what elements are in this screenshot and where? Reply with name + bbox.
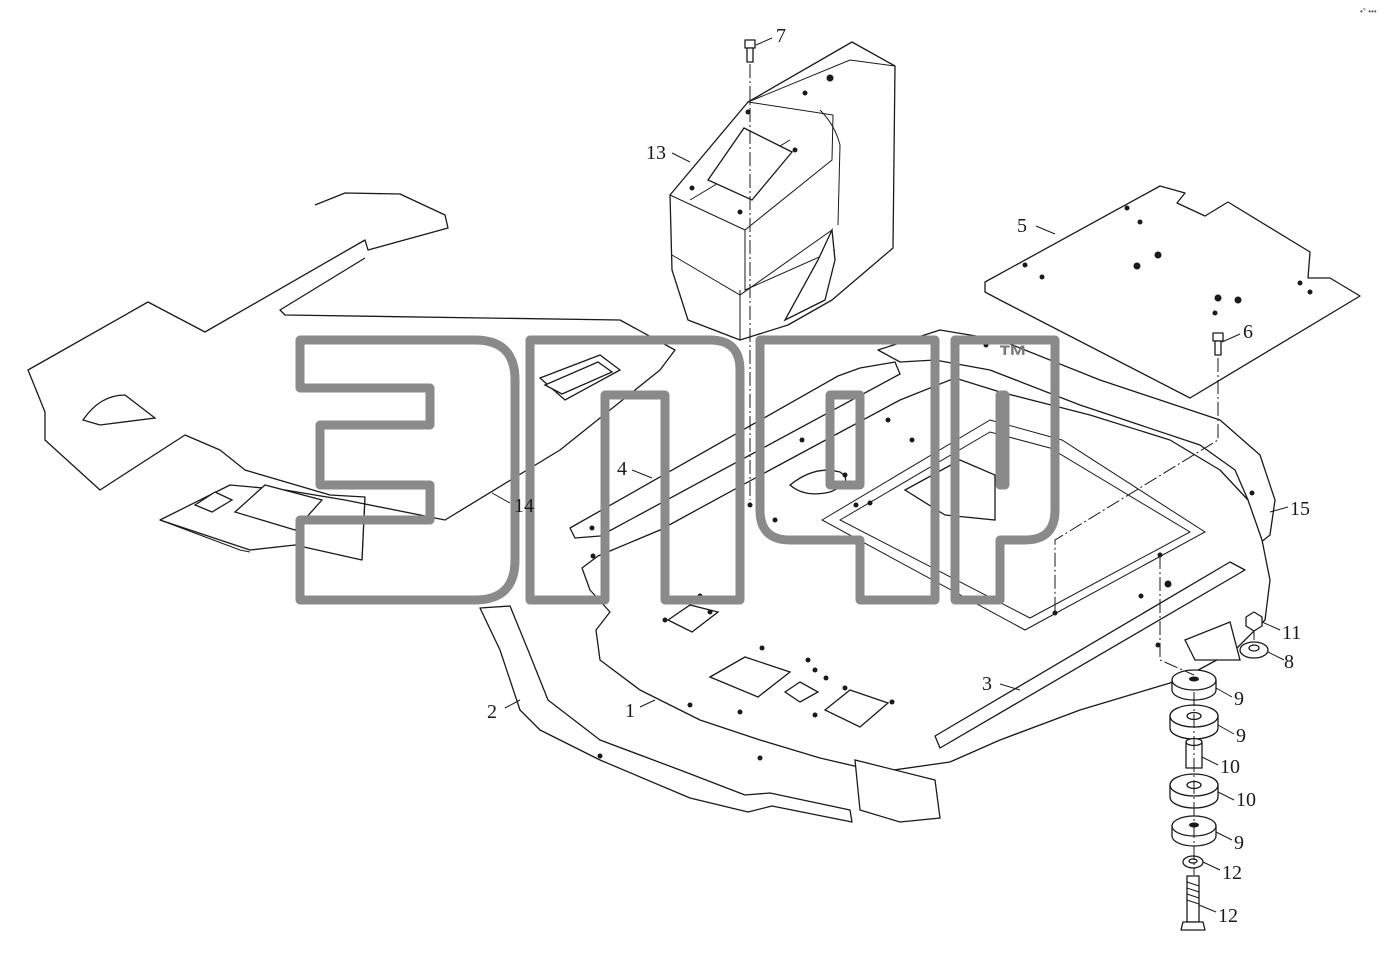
- part-5-top-plate: [984, 185, 1361, 399]
- callout-8: 8: [1284, 651, 1294, 673]
- callout-9-lower-label: 9: [1234, 832, 1244, 854]
- epd-watermark-logo: ™: [295, 335, 1060, 605]
- callout-4: 4: [617, 458, 627, 480]
- trademark-mark: ™: [998, 340, 1028, 373]
- callout-14: 12: [1222, 862, 1242, 884]
- part-2-skirt: [479, 605, 853, 823]
- part-15-cover-box: [669, 41, 896, 341]
- callout-5: 5: [1017, 215, 1027, 237]
- part-1-base-plate: [581, 377, 1271, 823]
- part-16-floor-mat: [27, 192, 676, 561]
- callout-16: 14: [514, 495, 534, 517]
- corner-mark: •° •••: [1360, 7, 1377, 16]
- part-13-nut: [1245, 611, 1263, 632]
- part-3-strip: [934, 561, 1246, 749]
- callout-17: 15: [1290, 498, 1310, 520]
- assembly-axes: [749, 64, 1255, 875]
- callout-labels: 7 13 5 6 4 14 15 11 8 3 9 2 1 9 10 10 10…: [487, 25, 1310, 927]
- callout-13: 11: [1282, 622, 1301, 644]
- callout-12-label: 12: [1218, 905, 1238, 927]
- callout-7: 7: [776, 25, 786, 47]
- part-6-bolt: [1212, 332, 1224, 356]
- part-12-bolt: [1180, 875, 1206, 931]
- callout-1: 1: [625, 700, 635, 722]
- callout-15: 13: [646, 142, 666, 164]
- callout-leaders: [491, 37, 1289, 913]
- part-4-strip: [569, 361, 901, 539]
- callout-9-upper: 9: [1234, 688, 1244, 710]
- part-8-washer: [1239, 641, 1269, 659]
- callout-6: 6: [1243, 321, 1253, 343]
- callout-10-upper: 9: [1236, 725, 1246, 747]
- part-9-upper-washer: [1171, 669, 1217, 701]
- part-7-bolt: [744, 39, 756, 63]
- callout-11: 10: [1220, 756, 1240, 778]
- callout-2: 2: [487, 701, 497, 723]
- callout-10-lower: 10: [1236, 789, 1256, 811]
- callout-3: 3: [982, 673, 992, 695]
- part-14-lock-washer: [1182, 855, 1204, 869]
